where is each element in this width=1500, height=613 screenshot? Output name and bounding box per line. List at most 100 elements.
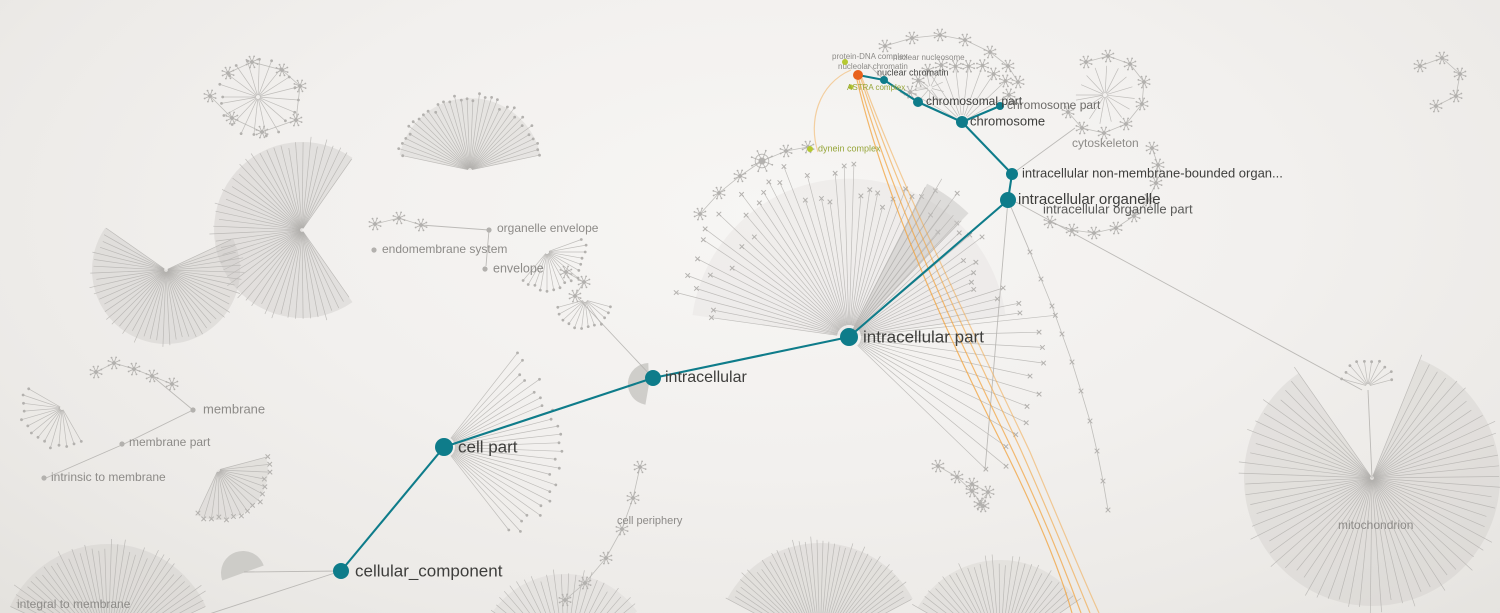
collapsed-subtree-fan[interactable] — [857, 312, 1058, 472]
term-node-chromosomal_part[interactable] — [913, 97, 923, 107]
collapsed-node[interactable] — [1002, 88, 1016, 102]
graph-label[interactable]: envelope — [493, 261, 544, 275]
collapsed-node[interactable] — [998, 74, 1012, 88]
collapsed-node[interactable] — [981, 485, 995, 499]
collapsed-node[interactable] — [1087, 226, 1101, 240]
collapsed-node[interactable] — [107, 356, 121, 370]
term-node-dot[interactable] — [482, 266, 488, 272]
term-node-dot[interactable] — [190, 407, 196, 413]
collapsed-node[interactable] — [255, 125, 269, 139]
collapsed-node[interactable] — [1123, 57, 1137, 71]
collapsed-node[interactable] — [905, 31, 919, 45]
term-label-cell_part[interactable]: cell part — [458, 437, 518, 456]
collapsed-subtree-fan[interactable] — [1075, 65, 1135, 124]
collapsed-subtree-fan[interactable] — [10, 538, 206, 613]
term-node-cell_part[interactable] — [435, 438, 453, 456]
collapsed-subtree-fan[interactable] — [450, 351, 564, 533]
collapsed-node[interactable] — [293, 79, 307, 93]
collapsed-node[interactable] — [245, 55, 259, 69]
graph-label[interactable]: organelle envelope — [497, 221, 599, 235]
node-chain[interactable] — [89, 356, 179, 391]
collapsed-node[interactable] — [965, 477, 979, 491]
collapsed-node[interactable] — [1001, 59, 1015, 73]
collapsed-node[interactable] — [89, 365, 103, 379]
graph-label[interactable]: intrinsic to membrane — [51, 470, 166, 484]
collapsed-node[interactable] — [1449, 89, 1463, 103]
node-chain[interactable] — [965, 477, 995, 511]
collapsed-node[interactable] — [568, 289, 582, 303]
term-node-intracellular_organelle[interactable] — [1000, 192, 1016, 208]
collapsed-node[interactable] — [733, 169, 747, 183]
collapsed-subtree-fan[interactable] — [673, 161, 1023, 337]
collapsed-node[interactable] — [1043, 215, 1057, 229]
collapsed-node[interactable] — [962, 59, 976, 73]
collapsed-node[interactable] — [127, 362, 141, 376]
term-node-green-3[interactable] — [848, 84, 854, 90]
term-label-cellular_component[interactable]: cellular_component — [355, 561, 503, 580]
term-node-cellular_component[interactable] — [333, 563, 349, 579]
collapsed-subtree-fan[interactable] — [195, 454, 273, 523]
collapsed-node[interactable] — [958, 33, 972, 47]
graph-label[interactable]: mitochondrion — [1338, 518, 1413, 532]
term-node-intracellular_part[interactable] — [840, 328, 858, 346]
term-label-intracellular_organelle[interactable]: intracellular organelle — [1018, 191, 1161, 208]
collapsed-node[interactable] — [559, 265, 573, 279]
term-label-intracellular[interactable]: intracellular — [665, 369, 747, 386]
graph-label[interactable]: nuclear nucleosome — [893, 53, 965, 62]
collapsed-subtree-fan[interactable] — [490, 569, 638, 613]
collapsed-node[interactable] — [1097, 126, 1111, 140]
collapsed-node[interactable] — [750, 149, 774, 173]
node-chain[interactable] — [1027, 249, 1111, 513]
graph-label[interactable]: dynein complex — [818, 143, 881, 153]
collapsed-node[interactable] — [779, 144, 793, 158]
collapsed-node[interactable] — [578, 576, 592, 590]
collapsed-node[interactable] — [933, 28, 947, 42]
collapsed-node[interactable] — [1141, 193, 1155, 207]
collapsed-node[interactable] — [1065, 223, 1079, 237]
graph-label[interactable]: protein-DNA complex — [832, 52, 908, 61]
term-label-non_membrane_org[interactable]: intracellular non-membrane-bounded organ… — [1022, 165, 1283, 180]
collapsed-node[interactable] — [275, 63, 289, 77]
collapsed-node[interactable] — [1109, 221, 1123, 235]
term-node-chromosome_part_node[interactable] — [996, 102, 1004, 110]
collapsed-node[interactable] — [1135, 97, 1149, 111]
collapsed-subtree-fan[interactable] — [556, 300, 612, 330]
collapsed-subtree-fan[interactable] — [218, 57, 300, 138]
collapsed-node[interactable] — [693, 207, 707, 221]
collapsed-subtree-fan[interactable] — [521, 238, 588, 293]
term-node-green-1[interactable] — [842, 59, 848, 65]
collapsed-subtree-fan[interactable] — [903, 58, 1016, 119]
term-label-chromosome[interactable]: chromosome — [970, 113, 1045, 128]
node-chain[interactable] — [559, 265, 591, 303]
node-chain[interactable] — [1061, 49, 1151, 140]
collapsed-node[interactable] — [976, 59, 990, 72]
collapsed-node[interactable] — [225, 111, 239, 125]
collapsed-node[interactable] — [1413, 59, 1427, 73]
collapsed-subtree-fan[interactable] — [397, 92, 541, 170]
collapsed-node[interactable] — [1137, 75, 1151, 89]
collapsed-subtree-fan[interactable] — [209, 136, 353, 321]
node-chain[interactable] — [693, 140, 815, 221]
node-chain[interactable] — [1413, 51, 1467, 113]
graph-label[interactable]: membrane — [203, 401, 265, 416]
collapsed-node[interactable] — [1061, 105, 1075, 119]
node-chain[interactable] — [878, 28, 1025, 89]
collapsed-node[interactable] — [1429, 99, 1443, 113]
collapsed-node[interactable] — [712, 186, 726, 200]
term-node-green-2[interactable] — [807, 146, 813, 152]
collapsed-node[interactable] — [289, 113, 303, 127]
collapsed-node[interactable] — [973, 497, 987, 511]
collapsed-node[interactable] — [392, 211, 406, 225]
term-node-dot[interactable] — [371, 247, 377, 253]
collapsed-node[interactable] — [577, 275, 591, 289]
term-node-dot[interactable] — [119, 441, 125, 447]
highlighted-term-node-orange[interactable] — [853, 70, 863, 80]
node-chain[interactable] — [558, 460, 647, 607]
graph-label[interactable]: membrane part — [129, 435, 211, 449]
collapsed-node[interactable] — [203, 89, 217, 103]
graph-label[interactable]: cytoskeleton — [1072, 136, 1139, 150]
collapsed-node[interactable] — [165, 377, 179, 391]
collapsed-node[interactable] — [950, 470, 964, 484]
collapsed-node[interactable] — [1079, 55, 1093, 69]
node-chain[interactable] — [1043, 141, 1165, 240]
